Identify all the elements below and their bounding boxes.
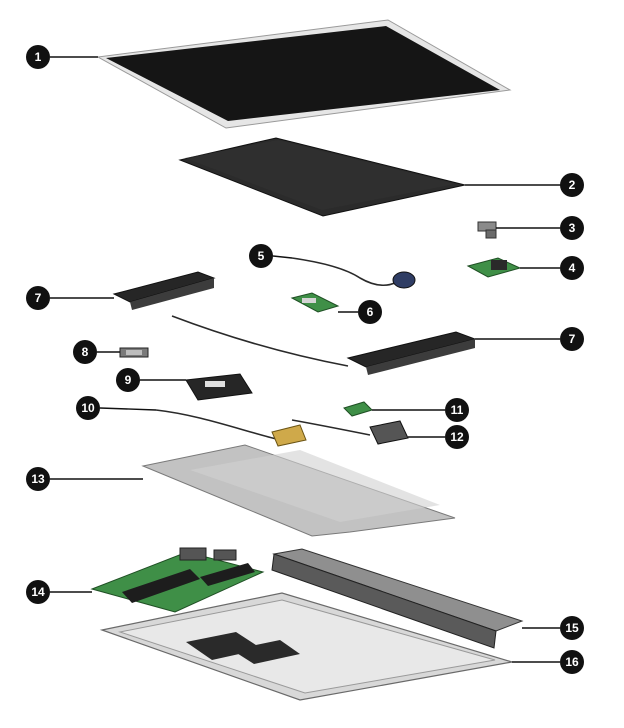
- callout-5: 5: [249, 244, 273, 268]
- svg-text:13: 13: [31, 472, 45, 486]
- callout-12: 12: [445, 425, 469, 449]
- leader-line-5: [272, 255, 293, 259]
- callout-11: 11: [445, 398, 469, 422]
- flex-cable: [155, 409, 307, 447]
- callout-7-right: 7: [560, 327, 584, 351]
- svg-text:9: 9: [125, 373, 132, 387]
- svg-text:1: 1: [35, 50, 42, 64]
- callout-4: 4: [560, 256, 584, 280]
- keyboard-cover-plate: [178, 137, 466, 217]
- callout-16: 16: [560, 650, 584, 674]
- speaker-left: [112, 271, 216, 310]
- callout-3: 3: [560, 216, 584, 240]
- callout-9: 9: [116, 368, 140, 392]
- callout-6: 6: [358, 300, 382, 324]
- leader-line-10: [99, 407, 157, 411]
- speaker-right: [171, 315, 477, 375]
- battery-cable: [291, 257, 416, 289]
- board-strip: [185, 373, 253, 401]
- svg-text:2: 2: [569, 178, 576, 192]
- svg-text:14: 14: [31, 585, 45, 599]
- tiny-board: [343, 401, 373, 417]
- connector-board: [466, 257, 522, 278]
- metal-plate: [141, 444, 456, 537]
- callout-1: 1: [26, 45, 50, 69]
- callout-13: 13: [26, 467, 50, 491]
- display-panel: [96, 19, 512, 129]
- callout-14: 14: [26, 580, 50, 604]
- svg-text:10: 10: [81, 401, 95, 415]
- svg-text:5: 5: [258, 249, 265, 263]
- svg-text:16: 16: [565, 655, 579, 669]
- callout-7-left: 7: [26, 286, 50, 310]
- callout-10: 10: [76, 396, 100, 420]
- svg-text:4: 4: [569, 261, 576, 275]
- callout-15: 15: [560, 616, 584, 640]
- svg-text:8: 8: [82, 345, 89, 359]
- system-board: [90, 547, 265, 613]
- svg-text:6: 6: [367, 305, 374, 319]
- hinge-cover-bar: [271, 548, 524, 649]
- svg-text:12: 12: [450, 430, 464, 444]
- svg-text:3: 3: [569, 221, 576, 235]
- svg-text:7: 7: [569, 332, 576, 346]
- small-bracket: [477, 221, 497, 239]
- svg-text:15: 15: [565, 621, 579, 635]
- svg-text:11: 11: [451, 403, 464, 417]
- connector-cable: [291, 419, 409, 445]
- callout-8: 8: [73, 340, 97, 364]
- svg-text:7: 7: [35, 291, 42, 305]
- callout-2: 2: [560, 173, 584, 197]
- bottom-chassis: [99, 592, 513, 701]
- small-clip: [119, 347, 149, 358]
- small-board: [290, 292, 340, 313]
